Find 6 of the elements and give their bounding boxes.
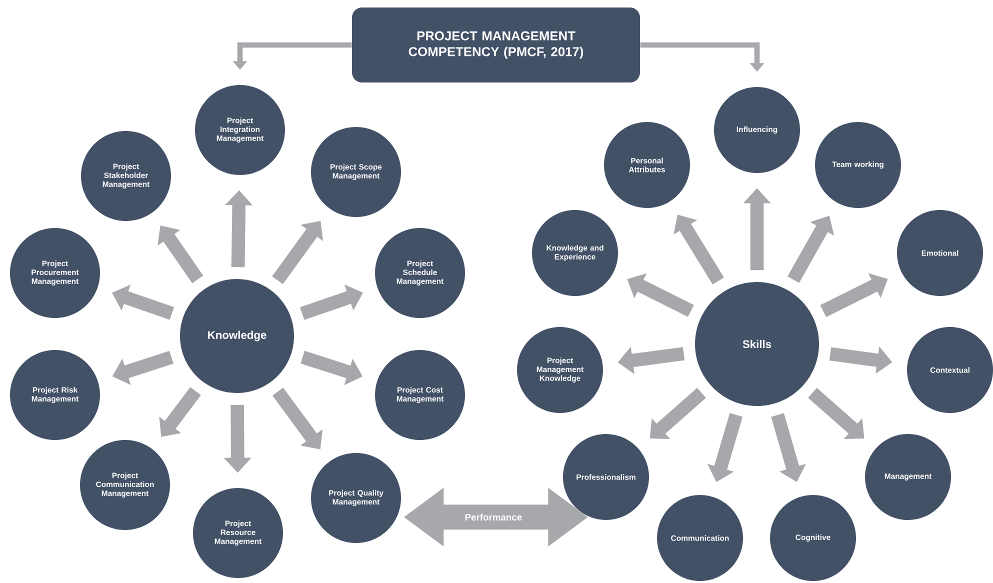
arrow — [808, 388, 864, 439]
edge-label: Performance — [465, 514, 522, 521]
arrow — [650, 388, 706, 439]
arrow — [158, 226, 204, 284]
title-box: PROJECT MANAGEMENT COMPETENCY (PMCF, 2017) — [352, 8, 640, 82]
arrow — [272, 388, 323, 450]
